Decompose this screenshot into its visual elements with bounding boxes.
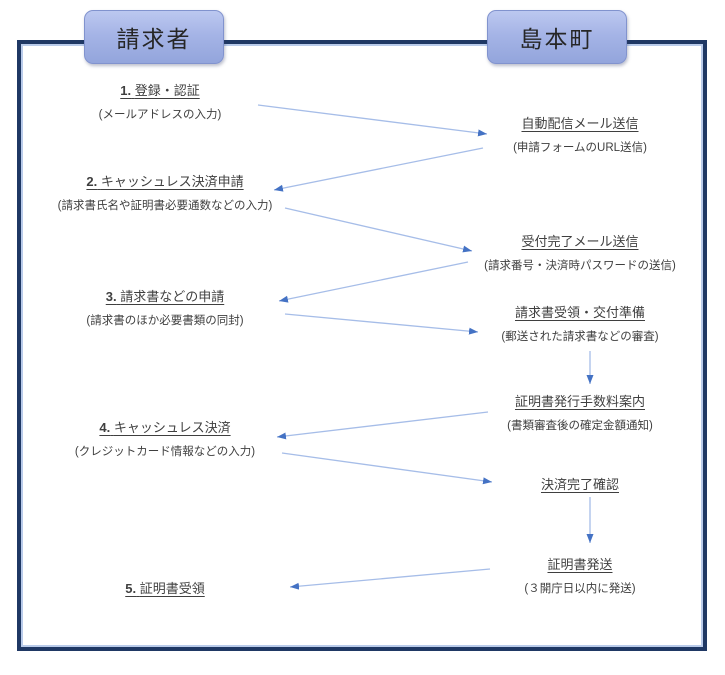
step-3-subtitle: (請求書のほか必要書類の同封) [86, 315, 244, 327]
step-4-cashless-payment: 4. キャッシュレス決済 (クレジットカード情報などの入力) [15, 420, 315, 459]
town-payment-confirm-title: 決済完了確認 [540, 477, 619, 492]
step-2-title: 2. キャッシュレス決済申請 [86, 174, 244, 189]
step-3-invoice-apply: 3. 請求書などの申請 (請求書のほか必要書類の同封) [15, 289, 315, 328]
header-requester-label: 請求者 [116, 26, 192, 52]
step-1-title: 1. 登録・認証 [120, 83, 200, 98]
step-5-certificate-receipt: 5. 証明書受領 [15, 581, 315, 597]
town-dispatch-subtitle: (３開庁日以内に発送) [524, 583, 636, 595]
header-town: 島本町 [487, 10, 627, 64]
step-4-title: 4. キャッシュレス決済 [99, 420, 231, 435]
town-step-certificate-dispatch: 証明書発送 (３開庁日以内に発送) [440, 557, 720, 596]
town-step-payment-confirm: 決済完了確認 [440, 477, 720, 493]
town-step-fee-notice: 証明書発行手数料案内 (書類審査後の確定金額通知) [440, 394, 720, 433]
town-reception-mail-subtitle: (請求番号・決済時パスワードの送信) [484, 260, 676, 272]
step-3-title: 3. 請求書などの申請 [105, 289, 225, 304]
step-2-subtitle: (請求書氏名や証明書必要通数などの入力) [57, 200, 273, 212]
step-1-subtitle: (メールアドレスの入力) [98, 109, 222, 121]
town-fee-notice-subtitle: (書類審査後の確定金額通知) [507, 420, 653, 432]
step-1-registration: 1. 登録・認証 (メールアドレスの入力) [10, 83, 310, 122]
step-5-title: 5. 証明書受領 [125, 581, 205, 596]
town-step-receipt-prep: 請求書受領・交付準備 (郵送された請求書などの審査) [440, 305, 720, 344]
header-requester: 請求者 [84, 10, 224, 64]
arrow-invoice-apply-to-receipt-prep [284, 313, 479, 335]
header-town-label: 島本町 [519, 26, 595, 52]
town-step-automail: 自動配信メール送信 (申請フォームのURL送信) [440, 116, 720, 155]
town-automail-title: 自動配信メール送信 [521, 116, 639, 131]
town-reception-mail-title: 受付完了メール送信 [521, 234, 639, 249]
town-step-reception-mail: 受付完了メール送信 (請求番号・決済時パスワードの送信) [440, 234, 720, 273]
arrow-fee-notice-to-cashless-payment [276, 411, 489, 440]
town-dispatch-title: 証明書発送 [547, 557, 613, 572]
town-automail-subtitle: (申請フォームのURL送信) [513, 142, 647, 154]
arrow-cashless-payment-to-payment-confirm [281, 452, 493, 485]
arrow-automail-to-cashless-apply [273, 147, 484, 192]
step-2-cashless-apply: 2. キャッシュレス決済申請 (請求書氏名や証明書必要通数などの入力) [15, 174, 315, 213]
arrow-reception-mail-to-invoice-apply [278, 261, 469, 303]
arrow-registration-to-automail [257, 104, 488, 137]
town-receipt-prep-subtitle: (郵送された請求書などの審査) [501, 331, 659, 343]
arrow-cashless-apply-to-reception-mail [284, 207, 473, 253]
town-fee-notice-title: 証明書発行手数料案内 [514, 394, 645, 409]
step-4-subtitle: (クレジットカード情報などの入力) [74, 446, 256, 458]
arrow-dispatch-to-certificate-receipt [289, 568, 491, 590]
diagram-frame-border [17, 40, 707, 651]
town-receipt-prep-title: 請求書受領・交付準備 [514, 305, 645, 320]
